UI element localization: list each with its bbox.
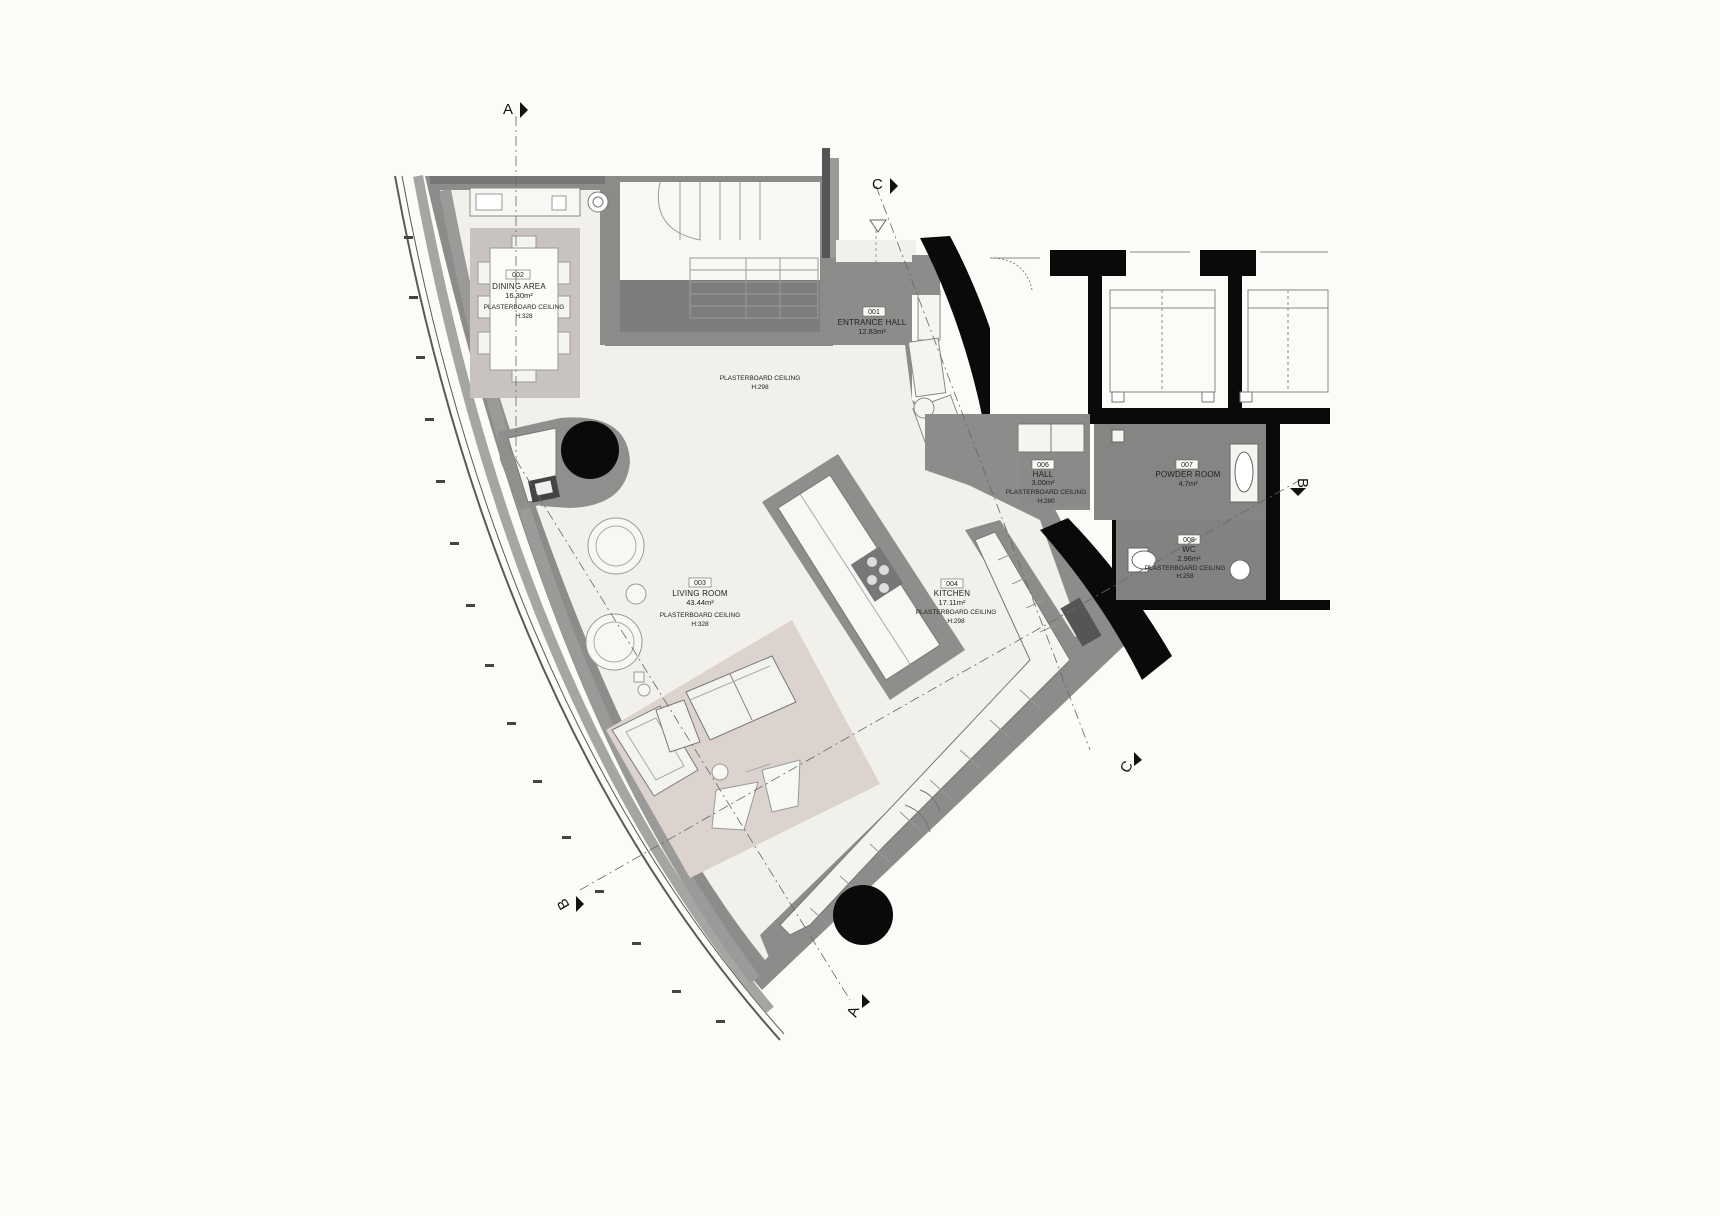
living-ceiling: PLASTERBOARD CEILING <box>660 612 741 619</box>
wc-height: H:258 <box>1176 573 1194 580</box>
plant-pot <box>587 191 609 213</box>
entrance-labels: 001 ENTRANCE HALL 12.83m² <box>838 306 907 336</box>
wc-number: 008 <box>1183 537 1195 544</box>
cooktop <box>850 546 904 602</box>
dining-ceiling: PLASTERBOARD CEILING <box>484 304 565 311</box>
wc-ceiling: PLASTERBOARD CEILING <box>1145 565 1226 572</box>
dining-height: H:328 <box>515 313 533 320</box>
kitchen-island <box>762 454 965 700</box>
structural-column-south <box>833 885 893 945</box>
open-ceiling-height: H:298 <box>751 384 769 391</box>
powder-name: POWDER ROOM <box>1155 470 1220 479</box>
structural-column <box>561 421 619 479</box>
section-c-bottom: C <box>1117 758 1137 776</box>
stair-core <box>605 148 839 346</box>
open-ceiling: PLASTERBOARD CEILING <box>720 375 801 382</box>
kitchen-name: KITCHEN <box>934 589 971 598</box>
armchair-1 <box>611 705 699 797</box>
dining-area <box>469 187 609 398</box>
kitchen-height: H:298 <box>947 618 965 625</box>
fireplace-unit <box>498 417 630 510</box>
living-rug <box>606 620 880 878</box>
wc-name: WC <box>1182 545 1196 554</box>
powder-area: 4.7m² <box>1178 479 1198 488</box>
kitchen-counter <box>760 520 1102 960</box>
open-ceiling-labels: PLASTERBOARD CEILING H:298 <box>720 375 801 391</box>
kitchen-area: 17.11m² <box>939 598 966 607</box>
section-marker-b-left: B <box>554 895 584 913</box>
dining-labels: 002 DINING AREA 16.30m² PLASTERBOARD CEI… <box>484 269 565 320</box>
powder-labels: 007 POWDER ROOM 4.7m² <box>1155 459 1221 488</box>
section-b-left: B <box>554 895 574 912</box>
hall-height: H:280 <box>1037 498 1055 505</box>
curved-core-wall-lower <box>1040 518 1172 680</box>
section-a-top: A <box>503 101 513 118</box>
powder-number: 007 <box>1181 462 1193 469</box>
dining-name: DINING AREA <box>492 282 546 291</box>
section-marker-b-right: B <box>1290 478 1311 496</box>
kitchen-labels: 004 KITCHEN 17.11m² PLASTERBOARD CEILING… <box>916 578 997 625</box>
services-block <box>925 250 1330 610</box>
facade-mullions <box>404 236 725 1023</box>
hall-ceiling: PLASTERBOARD CEILING <box>1006 489 1087 496</box>
kitchen-ceiling: PLASTERBOARD CEILING <box>916 609 997 616</box>
wc-labels: 008 WC 2.96m² PLASTERBOARD CEILING H:258 <box>1145 534 1226 580</box>
section-marker-c-bottom: C <box>1117 752 1142 776</box>
section-lines <box>515 116 1301 1001</box>
dining-table <box>489 247 559 371</box>
entrance-number: 001 <box>868 309 880 316</box>
hall-name: HALL <box>1033 470 1054 479</box>
section-b-right: B <box>1294 478 1311 488</box>
sofa <box>685 655 797 741</box>
hall-area: 3.00m² <box>1031 478 1055 487</box>
entrance-name: ENTRANCE HALL <box>838 318 907 327</box>
hall-labels: 006 HALL 3.00m² PLASTERBOARD CEILING H:2… <box>1006 459 1087 505</box>
section-a-bottom: A <box>844 1004 863 1019</box>
entrance-area: 12.83m² <box>858 327 886 336</box>
living-area: 43.44m² <box>686 598 714 607</box>
hall-number: 006 <box>1037 462 1049 469</box>
living-labels: 003 LIVING ROOM 43.44m² PLASTERBOARD CEI… <box>660 577 741 628</box>
living-room <box>585 517 880 878</box>
wc-area: 2.96m² <box>1177 554 1201 563</box>
section-marker-a-bottom: A <box>844 994 870 1019</box>
section-c-top: C <box>872 176 883 193</box>
living-number: 003 <box>694 580 706 587</box>
section-marker-a-top: A <box>503 101 528 118</box>
living-name: LIVING ROOM <box>672 589 728 598</box>
kitchen-number: 004 <box>946 581 958 588</box>
living-height: H:328 <box>691 621 709 628</box>
dining-chairs <box>477 235 571 383</box>
section-marker-c-top: C <box>869 176 898 233</box>
dining-area: 16.30m² <box>505 291 533 300</box>
dining-number: 002 <box>512 272 524 279</box>
